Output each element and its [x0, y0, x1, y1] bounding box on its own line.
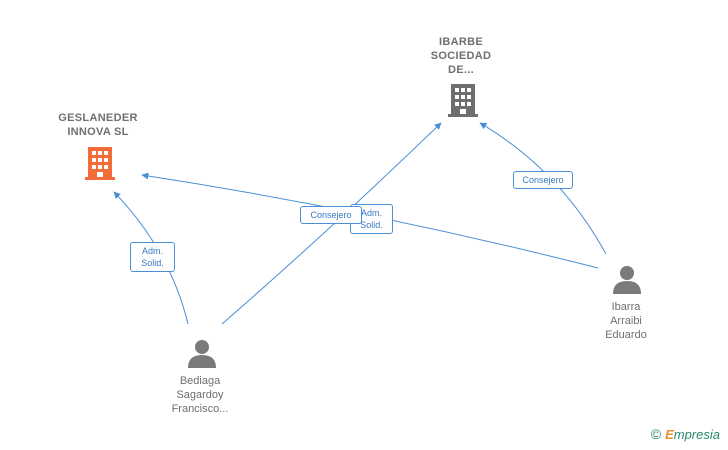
node-label-geslaneder: GESLANEDER INNOVA SL: [58, 112, 138, 138]
building-icon[interactable]: [447, 82, 479, 118]
node-label-bediaga: Bediaga Sagardoy Francisco...: [171, 375, 229, 415]
edge-bediaga-ibarbe: [221, 122, 442, 325]
person-icon[interactable]: [187, 338, 217, 368]
edge-label-bediaga-geslaneder: Adm. Solid.: [130, 242, 175, 272]
node-label-ibarbe: IBARBE SOCIEDAD DE...: [430, 36, 492, 76]
brand-logo-name: mpresia: [673, 427, 720, 442]
node-label-ibarra: Ibarra Arraibi Eduardo: [605, 301, 647, 341]
copyright-watermark: ©Empresia: [651, 426, 720, 442]
person-icon[interactable]: [612, 264, 642, 294]
copyright-symbol: ©: [650, 426, 662, 442]
brand-logo-initial: E: [665, 427, 674, 442]
edge-label-bediaga-ibarbe: Consejero: [300, 206, 362, 224]
building-icon[interactable]: [84, 145, 116, 181]
edge-label-ibarra-ibarbe: Consejero: [513, 171, 573, 189]
